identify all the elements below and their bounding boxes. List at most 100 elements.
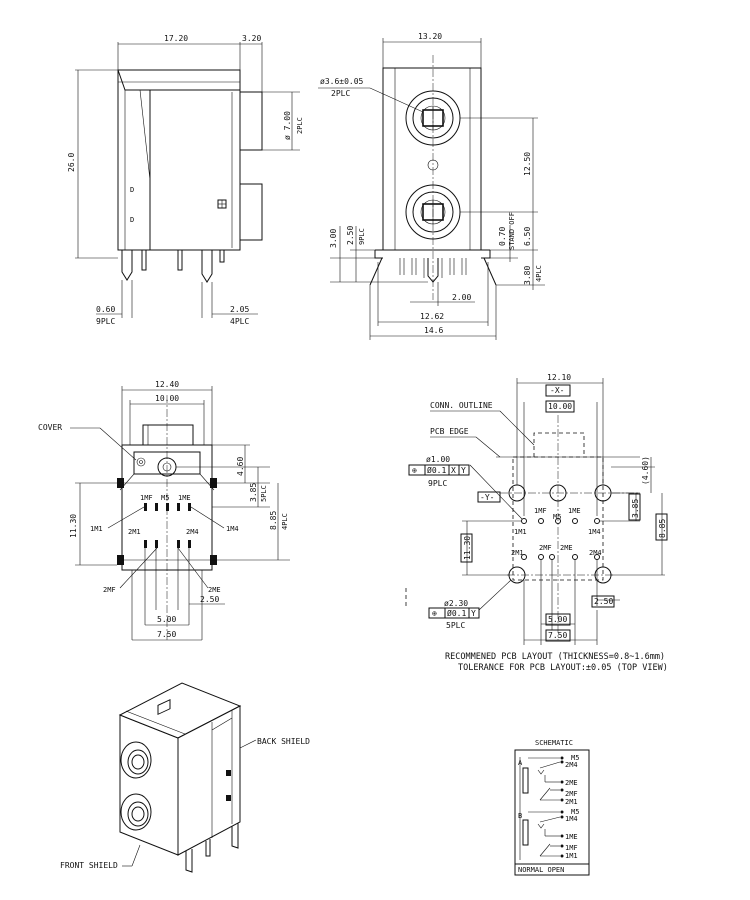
pcb-note-2: TOLERANCE FOR PCB LAYOUT:±0.05 (TOP VIEW… xyxy=(458,663,668,673)
dim-8-85-count: 4PLC xyxy=(281,513,289,530)
pcb-dim-4-60: (4.60) xyxy=(641,456,650,485)
pcb-pin-2m4: 2M4 xyxy=(589,549,602,557)
bottom-view: 1MF M5 1ME 1M1 1M4 2M1 2M4 2MF 2ME COVER… xyxy=(38,380,290,641)
iso-top-slot xyxy=(157,698,171,716)
tol-large-value: Ø0.1 xyxy=(447,608,466,618)
pcb-pin-1me: 1ME xyxy=(568,507,581,515)
pcb-dim-hole-small-count: 9PLC xyxy=(428,479,447,488)
dim-0-60-count: 9PLC xyxy=(96,317,115,326)
datum-x: -X- xyxy=(550,386,564,395)
dim-bore-count: 2PLC xyxy=(331,89,350,98)
d-mark-2: D xyxy=(130,216,134,224)
iso-jack-lower xyxy=(120,793,152,831)
tol-small-symbol: ⊕ xyxy=(412,466,417,475)
schematic-title: SCHEMATIC xyxy=(535,739,573,747)
pin-1m1: 1M1 xyxy=(90,525,103,533)
dim-5-00-box xyxy=(545,613,571,626)
datum-y: -Y- xyxy=(480,493,494,502)
dim-14-6: 14.6 xyxy=(424,326,443,335)
dim-2-50-box xyxy=(591,595,615,608)
dim-3-85-count: 5PLC xyxy=(260,485,268,502)
pcb-pin-1m1: 1M1 xyxy=(514,528,527,536)
dim-10-00: 10.00 xyxy=(155,394,179,403)
dim-3-85-box xyxy=(628,493,641,521)
dim-6-50: 6.50 xyxy=(523,227,532,246)
pcb-dim-hole-small: ø1.00 xyxy=(426,455,450,464)
schematic-frame xyxy=(514,749,590,876)
pin-m5: M5 xyxy=(161,494,169,502)
label-standoff: STAND OFF xyxy=(508,212,516,250)
dim-3-80: 3.80 xyxy=(523,266,532,285)
dim-26-0: 26.0 xyxy=(67,153,76,172)
front-view: 13.20 ø3.6±0.05 2PLC 12.50 6.50 0.70 STA… xyxy=(318,32,545,340)
schematic-a-m5: M5 xyxy=(571,754,579,762)
dim-hole-count: 2PLC xyxy=(296,117,304,134)
schematic-b-m5: M5 xyxy=(571,808,579,816)
pin-1m4: 1M4 xyxy=(226,525,239,533)
dim-4-60: 4.60 xyxy=(236,457,245,476)
dim-3-80-count: 4PLC xyxy=(535,265,543,282)
iso-front-face xyxy=(119,714,179,856)
schematic-b-1m4: 1M4 xyxy=(565,815,578,823)
dim-13-20: 13.20 xyxy=(418,32,442,41)
datum-y-box xyxy=(477,491,501,503)
dim-2-50: 2.50 xyxy=(200,595,219,604)
dim-3-85: 3.85 xyxy=(249,483,258,502)
tol-large-symbol: ⊕ xyxy=(432,609,437,618)
schematic-a-2mf: 2MF xyxy=(565,790,578,798)
schematic-label-b: B xyxy=(518,812,522,820)
pcb-dim-2-50: 2.50 xyxy=(594,597,613,606)
dim-0-70: 0.70 xyxy=(498,227,507,246)
pcb-dim-12-10: 12.10 xyxy=(547,373,571,382)
dim-bore: ø3.6±0.05 xyxy=(320,77,364,86)
dim-2-05-count: 4PLC xyxy=(230,317,249,326)
datum-x-box xyxy=(545,384,571,397)
schematic-a-2me: 2ME xyxy=(565,779,578,787)
pcb-dim-11-30: 11.30 xyxy=(463,536,472,560)
pcb-pin-1m4: 1M4 xyxy=(588,528,601,536)
tol-frame-large: ⊕ Ø0.1 Y xyxy=(428,607,480,619)
iso-view: BACK SHIELD FRONT SHIELD xyxy=(60,682,310,873)
schematic-a-2m4: 2M4 xyxy=(565,761,578,769)
dim-7-50: 7.50 xyxy=(157,630,176,639)
label-cover: COVER xyxy=(38,423,62,432)
dim-2-50-count: 9PLC xyxy=(358,228,366,245)
dim-5-00: 5.00 xyxy=(157,615,176,624)
pcb-dim-8-85: 8.85 xyxy=(658,519,667,538)
d-mark-1: D xyxy=(130,186,134,194)
pcb-dim-5-00: 5.00 xyxy=(548,615,567,624)
pin-2mf: 2MF xyxy=(103,586,116,594)
dim-3-20: 3.20 xyxy=(242,34,261,43)
schematic-footer: NORMAL OPEN xyxy=(518,866,564,874)
label-back-shield: BACK SHIELD xyxy=(257,737,310,746)
dim-11-30: 11.30 xyxy=(69,514,78,538)
dim-hole-7-00: ø 7.00 xyxy=(283,111,292,140)
schematic-b-1m1: 1M1 xyxy=(565,852,578,860)
schematic-label-a: A xyxy=(518,759,523,767)
dim-12-40: 12.40 xyxy=(155,380,179,389)
pcb-pin-m5: M5 xyxy=(553,513,561,521)
dim-0-60: 0.60 xyxy=(96,305,115,314)
dim-12-50: 12.50 xyxy=(523,152,532,176)
tol-small-x: X xyxy=(451,466,456,475)
side-view: D D 17.20 3.20 26.0 ø 7.00 2PLC 0.60 9 xyxy=(67,34,304,326)
pcb-dim-hole-large-count: 5PLC xyxy=(446,621,465,630)
pcb-note-1: RECOMMENED PCB LAYOUT (THICKNESS=0.8~1.6… xyxy=(445,652,665,662)
pcb-pin-2m1: 2M1 xyxy=(511,549,524,557)
pcb-dim-7-50: 7.50 xyxy=(548,631,567,640)
iso-jack-upper xyxy=(120,741,152,779)
dim-2-00: 2.00 xyxy=(452,293,471,302)
label-front-shield: FRONT SHIELD xyxy=(60,861,118,870)
label-pcb-edge: PCB EDGE xyxy=(430,427,469,436)
pin-2m1: 2M1 xyxy=(128,528,141,536)
pcb-pin-2me: 2ME xyxy=(560,544,573,552)
pcb-dim-10-00: 10.00 xyxy=(548,402,572,411)
tol-small-y: Y xyxy=(461,466,466,475)
pcb-layout: 1MF M5 1ME 1M1 1M4 2MF 2ME 2M1 2M4 12.10… xyxy=(405,373,668,673)
pin-2me: 2ME xyxy=(208,586,221,594)
pcb-dim-hole-large: ø2.30 xyxy=(444,599,468,608)
pcb-dim-3-85: 3.85 xyxy=(631,499,640,518)
schematic-a-2m1: 2M1 xyxy=(565,798,578,806)
dim-3-00: 3.00 xyxy=(329,229,338,248)
